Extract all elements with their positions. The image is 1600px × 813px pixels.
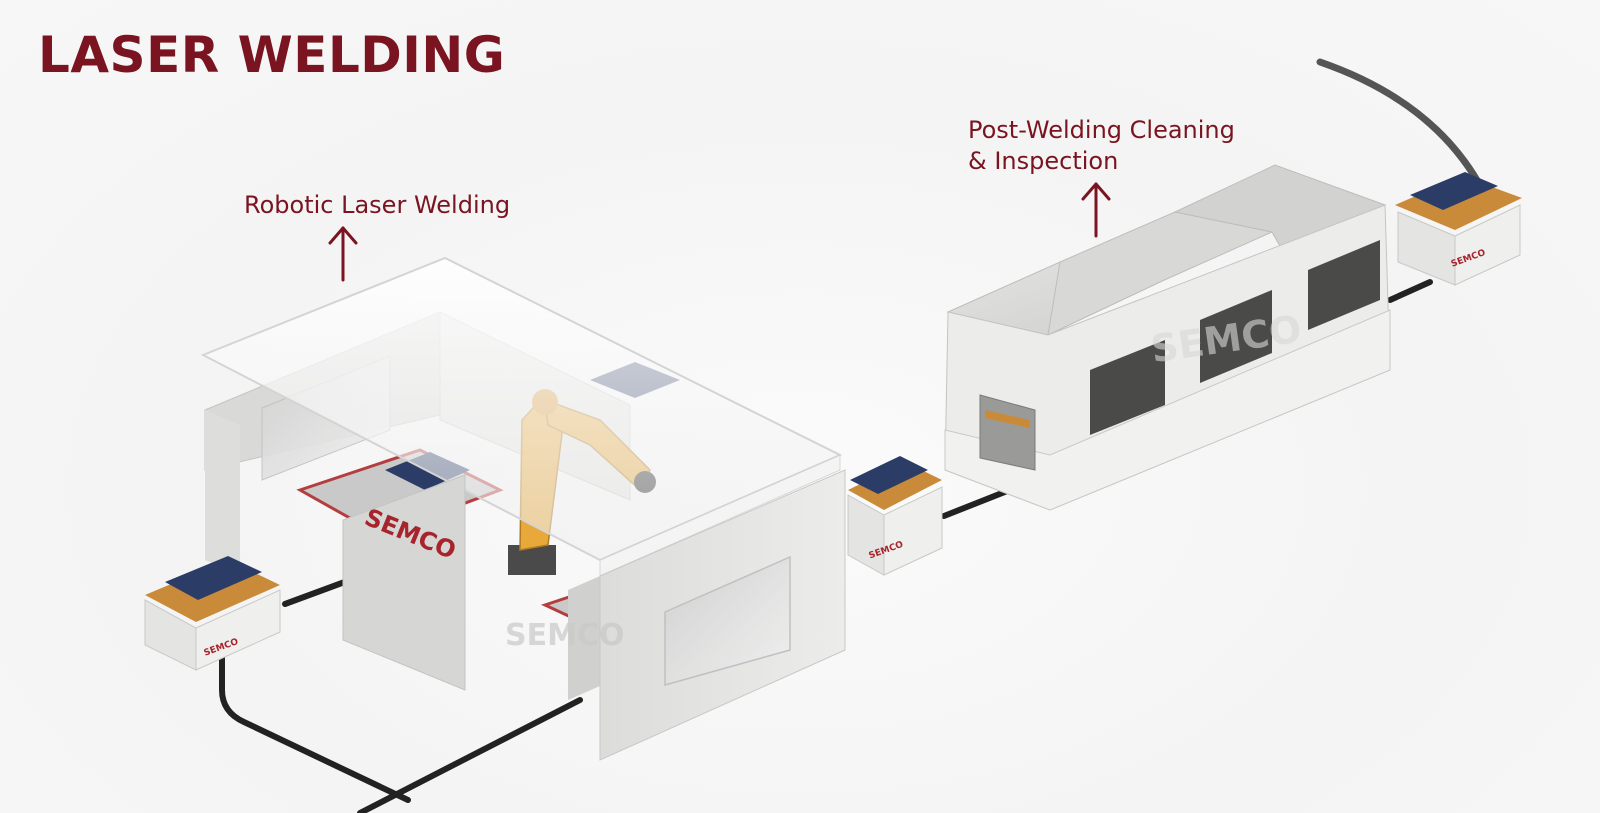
track-left-loop	[219, 649, 411, 803]
machine-window-1	[1090, 340, 1165, 435]
cleaning-inspection-machine: SEMCO	[944, 164, 1391, 511]
track-left-branch	[282, 577, 353, 607]
machine-window-3	[1308, 240, 1380, 330]
floor-guide-track	[219, 58, 1482, 813]
track-right	[1387, 279, 1433, 303]
robotic-laser-welding-label: Robotic Laser Welding	[244, 190, 510, 221]
cell-front-block-side	[568, 576, 600, 700]
cell-center-partition	[342, 474, 466, 691]
track-bottom	[357, 697, 583, 813]
cell-left-wall-front	[205, 410, 240, 575]
up-arrow-icon	[1081, 182, 1111, 238]
machine-entry-tray	[985, 410, 1030, 428]
post-welding-cleaning-line2: & Inspection	[968, 147, 1119, 175]
robotic-laser-welding-text: Robotic Laser Welding	[244, 191, 511, 219]
machine-lower-band	[944, 309, 1391, 511]
post-welding-cleaning-label: Post-Welding Cleaning & Inspection	[968, 115, 1235, 177]
cell-front-window	[664, 555, 791, 686]
agv-cart-right: SEMCO	[1395, 172, 1522, 286]
cell-canopy-front-face	[599, 454, 841, 577]
post-welding-cleaning-line1: Post-Welding Cleaning	[968, 116, 1235, 144]
cell-watermark-logo: SEMCO	[505, 618, 624, 653]
track-exit-curve	[1316, 58, 1482, 186]
agv-cart-middle: SEMCO	[847, 456, 943, 576]
up-arrow-icon	[328, 226, 358, 282]
machine-window-2	[1200, 290, 1272, 383]
laser-welding-cell: SEMCO SEMCO	[200, 256, 846, 761]
page-title: LASER WELDING	[38, 26, 506, 84]
agv-cart-left: SEMCO	[144, 556, 281, 671]
